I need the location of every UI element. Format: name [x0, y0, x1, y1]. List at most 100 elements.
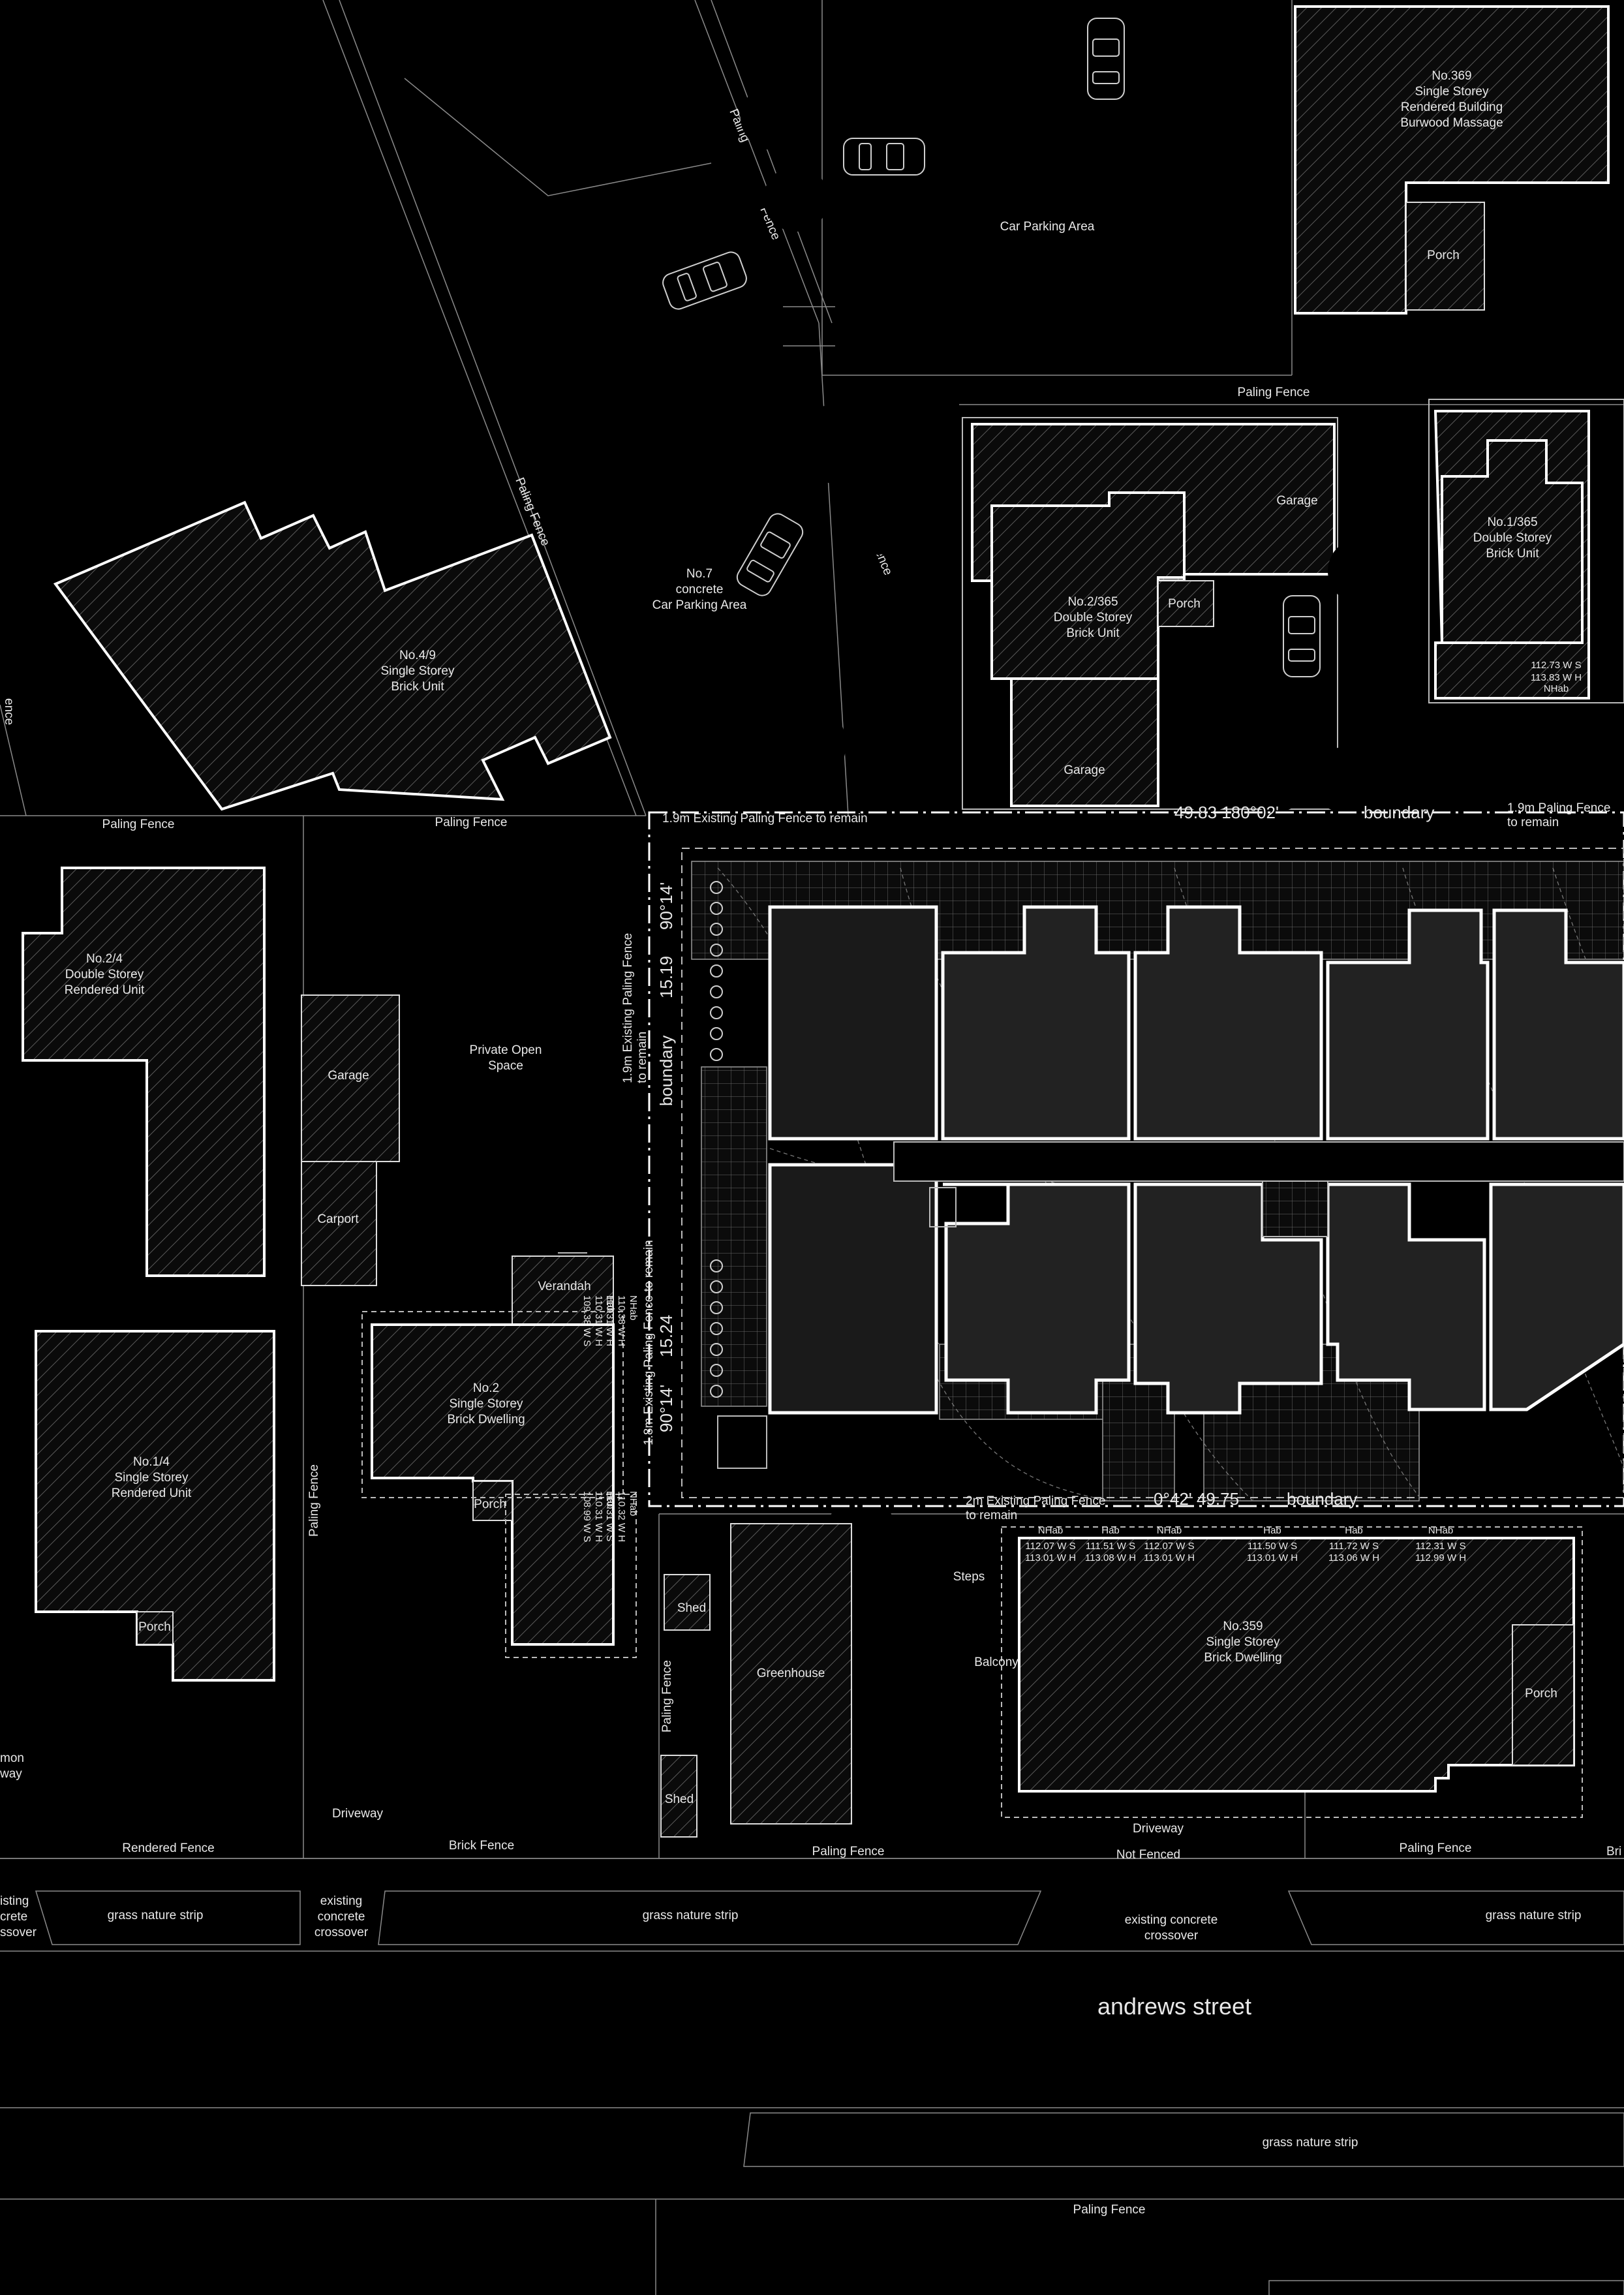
- kitchen-fixture: [929, 1187, 957, 1227]
- shed-2: [660, 1755, 697, 1838]
- svg-text:113.08 W H: 113.08 W H: [1085, 1552, 1136, 1563]
- svg-text:90°14': 90°14': [656, 1385, 676, 1432]
- porch-label-no359: Porch: [1525, 1687, 1557, 1701]
- svg-text:15.19: 15.19: [656, 956, 676, 998]
- svg-text:No.359: No.359: [1223, 1620, 1263, 1633]
- fence-label-vert-1: Paling Fence: [307, 1464, 321, 1537]
- porch-label-no1-4: Porch: [138, 1620, 171, 1634]
- svg-text:existing: existing: [320, 1894, 362, 1908]
- svg-text:109.38 W S: 109.38 W S: [581, 1295, 592, 1346]
- levels-no2: 109.38 W S 110.31 W H Hab 110.31 W H 110…: [581, 1295, 639, 1542]
- svg-text:Rendered Unit: Rendered Unit: [112, 1486, 192, 1500]
- garage-label-no2-365: Garage: [1276, 494, 1317, 508]
- svg-text:No.2/4: No.2/4: [86, 952, 123, 966]
- porch-no359: [1512, 1624, 1574, 1766]
- nature-strip-label-1: grass nature strip: [108, 1909, 204, 1922]
- svg-text:mon: mon: [0, 1751, 24, 1765]
- svg-text:Brick Unit: Brick Unit: [1486, 547, 1539, 561]
- fence-label-west-1: Paling Fence: [102, 818, 175, 831]
- nature-strip-label-2: grass nature strip: [643, 1909, 739, 1922]
- svg-text:No.1/4: No.1/4: [133, 1455, 170, 1469]
- svg-text:NHab: NHab: [628, 1491, 639, 1516]
- svg-text:No.2: No.2: [473, 1381, 499, 1395]
- boundary-bottom-bearing: 0°42' 49.75: [1154, 1489, 1239, 1509]
- levels-no359: NHab 112.07 W S 113.01 W H Hab 111.51 W …: [1025, 1525, 1466, 1563]
- hedge-west: [710, 881, 723, 1398]
- svg-text:Hab: Hab: [1345, 1525, 1363, 1536]
- boundary-left-upper-note: 1.9m Existing Paling Fence to remain: [621, 933, 649, 1083]
- label-no2-365: No.2/365 Double Storey Brick Unit: [1054, 595, 1133, 640]
- svg-text:Double Storey: Double Storey: [1473, 531, 1552, 545]
- svg-text:NHab: NHab: [1428, 1525, 1453, 1536]
- carport-no2-4: [301, 1161, 377, 1286]
- steps-label: Steps: [953, 1570, 985, 1584]
- svg-text:112.99 W H: 112.99 W H: [1415, 1552, 1466, 1563]
- fence-label-west-2: Paling Fence: [435, 816, 508, 829]
- shed-1: [664, 1574, 711, 1631]
- svg-text:crete: crete: [0, 1910, 27, 1924]
- label-no4-9: No.4/9 Single Storey Brick Unit: [380, 649, 455, 694]
- svg-text:to remain: to remain: [966, 1509, 1017, 1522]
- fence-label-vert-2: Paling Fence: [660, 1660, 674, 1733]
- building-no2-365-upper: [990, 491, 1186, 680]
- landscape-grid-west: [701, 1066, 767, 1407]
- crossover-label-b: existing concrete crossover: [1125, 1913, 1218, 1943]
- driveway-label-west: Driveway: [332, 1807, 384, 1821]
- label-no7: No.7 concrete Car Parking Area: [652, 567, 747, 612]
- svg-text:Single Storey: Single Storey: [114, 1471, 189, 1485]
- svg-text:crossover: crossover: [1144, 1929, 1199, 1943]
- svg-text:111.51 W S: 111.51 W S: [1086, 1541, 1135, 1552]
- svg-text:No.2/365: No.2/365: [1067, 595, 1118, 609]
- central-corridor: [893, 1141, 1624, 1182]
- svg-text:111.72 W S: 111.72 W S: [1329, 1541, 1379, 1552]
- driveway-label-south: Driveway: [1133, 1822, 1184, 1836]
- svg-text:90°14': 90°14': [656, 882, 676, 930]
- svg-text:15.24: 15.24: [656, 1315, 676, 1357]
- svg-text:No.1/365: No.1/365: [1487, 516, 1537, 529]
- svg-text:to remain: to remain: [636, 1032, 649, 1083]
- building-no2-4: [22, 867, 266, 1277]
- site-boundary: [648, 811, 1624, 1507]
- porch-label-no2-365: Porch: [1168, 597, 1201, 611]
- svg-text:concrete: concrete: [318, 1910, 365, 1924]
- unit-3-upper: [1133, 905, 1323, 1141]
- svg-text:concrete: concrete: [676, 583, 724, 596]
- porch-label-no2: Porch: [474, 1498, 506, 1511]
- svg-text:108.99 W S: 108.99 W S: [581, 1491, 592, 1542]
- boundary-bottom-note: 2m Existing Paling Fence to remain: [966, 1494, 1105, 1522]
- svg-text:Rendered Unit: Rendered Unit: [65, 983, 145, 997]
- garage-no2-4: [301, 994, 400, 1162]
- garage-label-no2-4: Garage: [328, 1069, 369, 1083]
- boundary-bottom-word: boundary: [1287, 1489, 1357, 1509]
- street-name: andrews street: [1097, 1993, 1251, 2020]
- boundary-left-dims: 90°14' 15.19 boundary 15.24 90°14': [656, 882, 676, 1432]
- svg-text:110.31 W H: 110.31 W H: [593, 1491, 604, 1542]
- svg-text:Hab: Hab: [605, 1491, 616, 1509]
- svg-text:Brick Dwelling: Brick Dwelling: [1204, 1651, 1281, 1665]
- nature-strip-label-3: grass nature strip: [1486, 1909, 1582, 1922]
- svg-text:No.369: No.369: [1432, 69, 1471, 83]
- fence-label-south-1: Paling Fence: [812, 1845, 885, 1858]
- garage-label-no2-365-b: Garage: [1064, 763, 1105, 777]
- brick-fence-label: Brick Fence: [449, 1839, 514, 1853]
- boundary-top-note: 1.9m Existing Paling Fence to remain: [662, 812, 868, 825]
- building-no4-9: [53, 501, 612, 811]
- label-no1-4: No.1/4 Single Storey Rendered Unit: [112, 1455, 192, 1500]
- label-private-open-space: Private Open Space: [470, 1043, 542, 1073]
- pool-deck: [717, 1415, 767, 1469]
- label-no2-4: No.2/4 Double Storey Rendered Unit: [65, 952, 145, 997]
- svg-text:Hab: Hab: [605, 1295, 616, 1314]
- svg-text:Single Storey: Single Storey: [1415, 85, 1489, 99]
- common-driveway-partial: mon way: [0, 1751, 24, 1781]
- svg-text:NHab: NHab: [1544, 683, 1569, 694]
- svg-text:112.07 W S: 112.07 W S: [1144, 1541, 1194, 1552]
- svg-text:112.31 W S: 112.31 W S: [1415, 1541, 1465, 1552]
- svg-text:to remain: to remain: [1507, 816, 1559, 829]
- svg-text:Brick Unit: Brick Unit: [391, 680, 444, 694]
- svg-text:boundary: boundary: [656, 1036, 676, 1106]
- label-no359: No.359 Single Storey Brick Dwelling: [1204, 1620, 1281, 1665]
- svg-text:Double Storey: Double Storey: [1054, 611, 1133, 624]
- unit-2-upper: [941, 905, 1131, 1141]
- svg-text:Single Storey: Single Storey: [380, 664, 455, 678]
